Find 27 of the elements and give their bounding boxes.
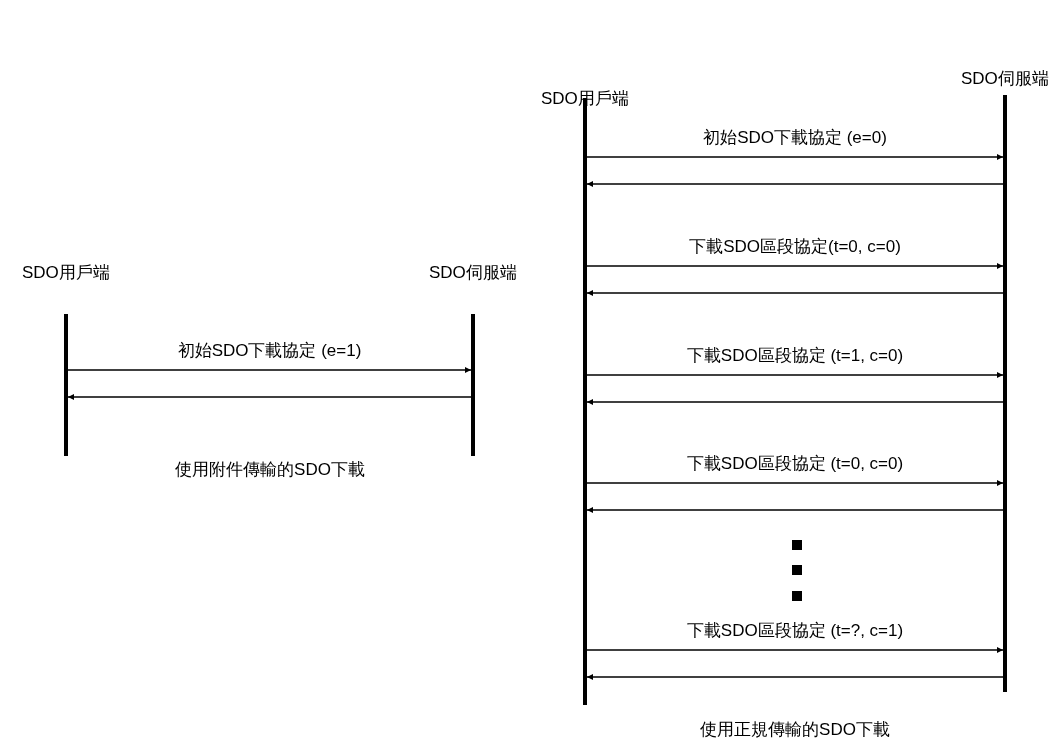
lifeline xyxy=(961,68,1049,692)
participant-label: SDO伺服端 xyxy=(961,68,1049,89)
message-label: 初始SDO下載協定 (e=1) xyxy=(175,341,364,361)
message-label: 下載SDO區段協定(t=0, c=0) xyxy=(687,237,903,257)
lifeline xyxy=(429,262,517,456)
message-arrow xyxy=(67,394,472,400)
lifeline xyxy=(22,262,110,456)
message-arrow xyxy=(67,367,472,373)
diagram-caption: 使用正規傳輸的SDO下載 xyxy=(700,719,890,741)
diagram-caption: 使用附件傳輸的SDO下載 xyxy=(175,459,365,481)
message-arrow xyxy=(586,480,1004,486)
message-arrow xyxy=(586,290,1004,296)
message-arrow xyxy=(586,154,1004,160)
message-arrow xyxy=(586,507,1004,513)
message-arrow xyxy=(586,399,1004,405)
message-label: 下載SDO區段協定 (t=0, c=0) xyxy=(684,454,906,474)
message-label: 下載SDO區段協定 (t=?, c=1) xyxy=(684,621,906,641)
message-arrow xyxy=(586,647,1004,653)
message-label: 初始SDO下載協定 (e=0) xyxy=(701,128,889,148)
message-arrow xyxy=(586,181,1004,187)
message-arrow xyxy=(586,263,1004,269)
lifeline xyxy=(541,88,629,705)
message-arrow xyxy=(586,674,1004,680)
message-arrow xyxy=(586,372,1004,378)
message-label: 下載SDO區段協定 (t=1, c=0) xyxy=(684,346,906,366)
participant-label: SDO用戶端 xyxy=(22,262,110,283)
participant-label: SDO伺服端 xyxy=(429,262,517,283)
